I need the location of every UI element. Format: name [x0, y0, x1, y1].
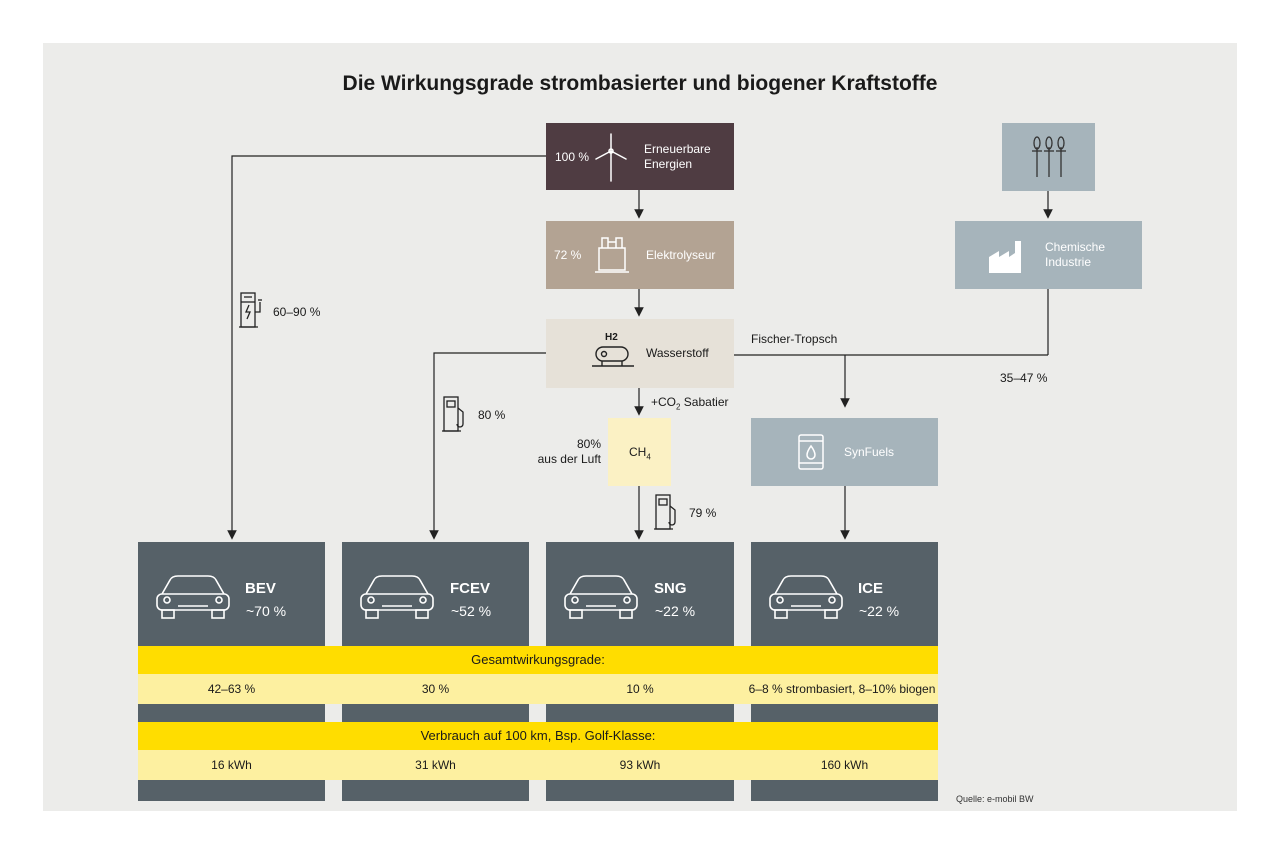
chemical-industry-box: Chemische Industrie	[955, 221, 1142, 289]
gas-pump-pct: 79 %	[689, 506, 717, 520]
consumption-value-ice: 160 kWh	[820, 758, 869, 772]
car-pct-ice: ~22 %	[859, 603, 900, 619]
sabatier-sub: 2	[676, 402, 681, 412]
synfuels-label: SynFuels	[844, 445, 895, 459]
hydrogen-box: H2 Wasserstoff	[546, 319, 734, 388]
electrolyser-label: Elektrolyseur	[646, 248, 716, 262]
car-icon	[156, 575, 230, 619]
h2-badge: H2	[605, 332, 618, 343]
car-name-sng: SNG	[654, 580, 687, 597]
consumption-value-fcev: 31 kWh	[415, 758, 456, 772]
overall-efficiency-row: 42–63 % 30 % 10 % 6–8 % strombasiert, 8–…	[138, 674, 938, 704]
charging-station-icon	[239, 292, 262, 328]
consumption-value-sng: 93 kWh	[619, 758, 661, 772]
overall-efficiency-header: Gesamtwirkungsgrade:	[138, 646, 938, 674]
diagram-title: Die Wirkungsgrade strombasierter und bio…	[342, 72, 938, 95]
fischer-tropsch-pct: 35–47 %	[1000, 371, 1048, 385]
electrolyser-pct: 72 %	[554, 248, 582, 262]
hydrogen-label: Wasserstoff	[646, 346, 709, 360]
gas-pump-icon	[654, 494, 676, 530]
consumption-header: Verbrauch auf 100 km, Bsp. Golf-Klasse:	[138, 722, 938, 750]
car-name-bev: BEV	[245, 580, 276, 597]
consumption-value-bev: 16 kWh	[211, 758, 252, 772]
car-pct-bev: ~70 %	[246, 603, 287, 619]
methane-formula: CH	[629, 445, 647, 459]
chem-label-line1: Chemische	[1045, 240, 1106, 254]
car-icon	[769, 575, 843, 619]
car-icon	[564, 575, 638, 619]
renewable-label-line1: Erneuerbare	[644, 142, 711, 156]
renewable-label: Erneuerbare Energien	[644, 142, 711, 172]
factory-icon	[989, 241, 1021, 273]
chem-label-line2: Industrie	[1045, 255, 1092, 269]
renewable-label-line2: Energien	[644, 157, 693, 171]
sabatier-suffix: Sabatier	[680, 395, 729, 409]
arrow-hydrogen-to-fcev	[429, 352, 546, 540]
biomass-box	[1002, 123, 1095, 191]
air-capture-text: aus der Luft	[537, 452, 601, 466]
renewable-pct: 100 %	[555, 150, 590, 164]
sabatier-prefix: +CO	[651, 395, 677, 409]
car-name-ice: ICE	[858, 580, 884, 597]
overall-value-sng: 10 %	[626, 682, 654, 696]
electrolyser-icon	[595, 237, 629, 273]
hydrogen-tank-icon	[592, 346, 634, 367]
wind-turbine-icon	[595, 133, 627, 182]
electrolyser-box: 72 % Elektrolyseur	[546, 221, 734, 289]
overall-value-ice: 6–8 % strombasiert, 8–10% biogen	[748, 682, 936, 696]
synfuels-box: SynFuels	[751, 418, 938, 486]
source-note: Quelle: e-mobil BW	[956, 794, 1034, 804]
arrow-renewable-to-bev	[227, 155, 546, 540]
methane-label: CH4	[629, 445, 651, 464]
consumption-row: 16 kWh 31 kWh 93 kWh 160 kWh	[138, 750, 938, 780]
wheat-icon	[1032, 136, 1066, 177]
fischer-tropsch-label: Fischer-Tropsch	[751, 332, 838, 346]
car-pct-fcev: ~52 %	[451, 603, 492, 619]
charger-pct: 60–90 %	[273, 305, 321, 319]
car-icon	[360, 575, 434, 619]
hydrogen-pump-icon	[442, 396, 464, 432]
overall-value-fcev: 30 %	[421, 682, 450, 696]
hydrogen-pump-pct: 80 %	[478, 408, 506, 422]
overall-value-bev: 42–63 %	[207, 682, 256, 696]
oil-barrel-icon	[798, 434, 824, 470]
car-pct-sng: ~22 %	[655, 603, 696, 619]
air-capture-pct: 80%	[576, 437, 601, 451]
methane-box: CH4	[608, 418, 671, 486]
renewable-energy-box: 100 % Erneuerbare Energien	[546, 123, 734, 190]
chemical-industry-label: Chemische Industrie	[1045, 240, 1105, 270]
car-name-fcev: FCEV	[450, 580, 491, 597]
methane-sub: 4	[646, 452, 651, 462]
sabatier-label: +CO2 Sabatier	[651, 395, 729, 414]
air-capture-label: 80% aus der Luft	[530, 437, 601, 467]
